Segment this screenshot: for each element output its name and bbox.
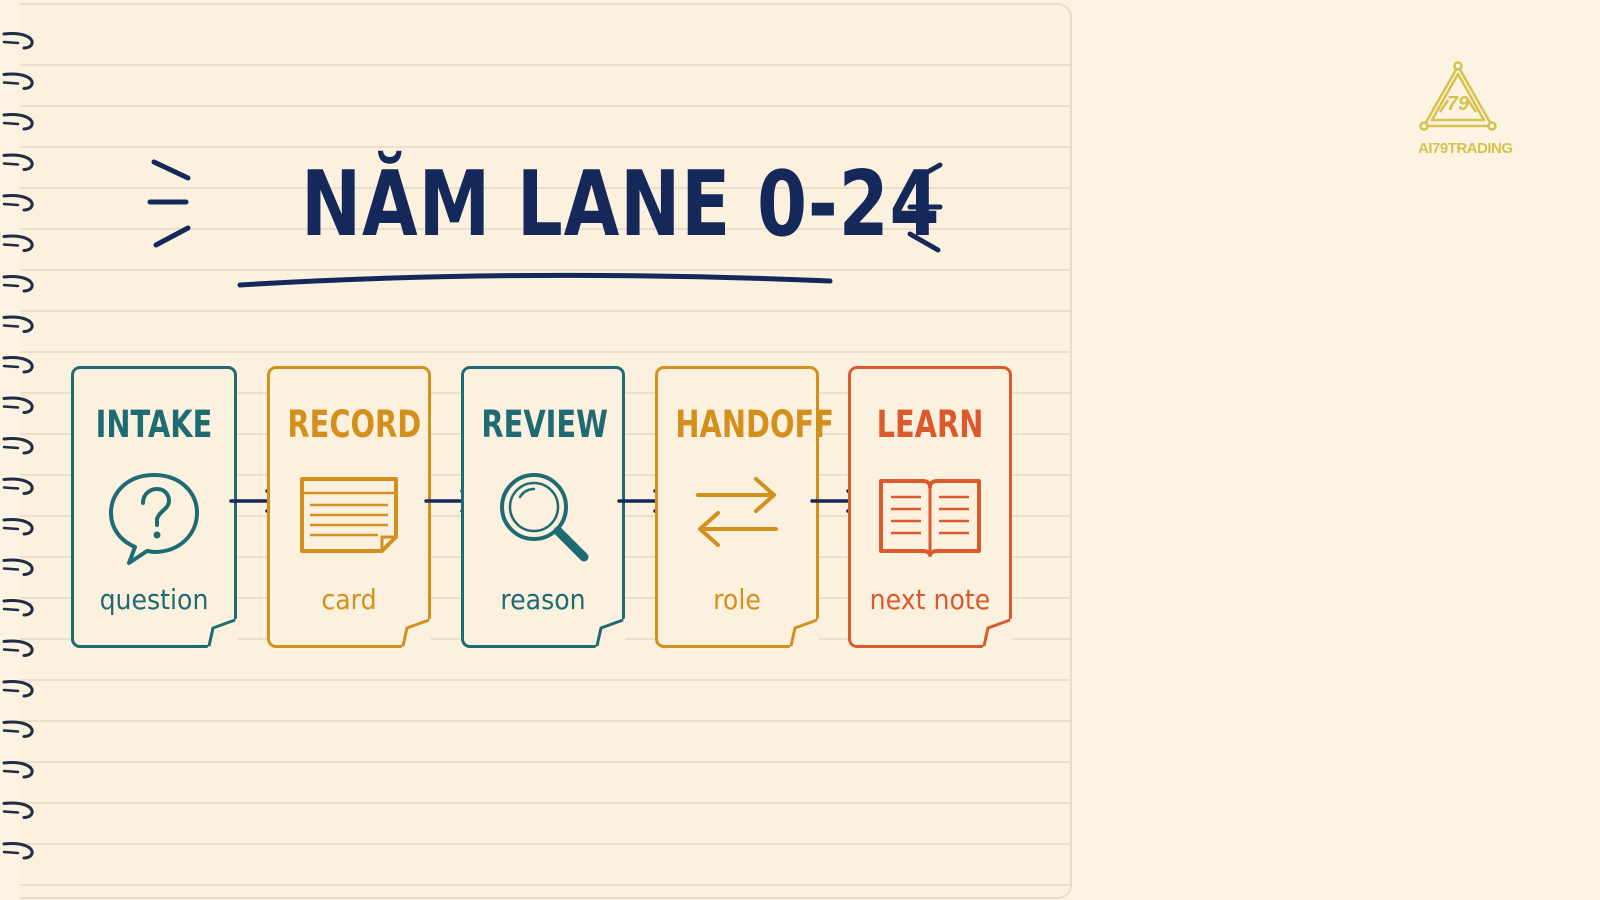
step-label: REVIEW	[481, 403, 608, 446]
spiral-ring	[2, 477, 34, 495]
process-flow: INTAKE question RECORD card REVIEW reaso…	[68, 366, 1048, 656]
spiral-ring-back	[2, 850, 20, 855]
spiral-ring-back	[2, 121, 20, 126]
spiral-ring-back	[2, 729, 20, 733]
spiral-ring-back	[2, 162, 20, 166]
page-title: NĂM LANE 0-24	[301, 152, 941, 257]
step-caption: question	[99, 583, 209, 616]
spiral-ring-back	[2, 283, 20, 288]
spiral-ring-back	[2, 688, 20, 693]
spiral-ring	[2, 194, 34, 212]
swap-arrows-icon	[696, 477, 778, 547]
spiral-ring	[2, 356, 34, 374]
spiral-ring-back	[2, 810, 20, 814]
spiral-ring	[2, 72, 34, 90]
magnifier-icon	[500, 473, 589, 562]
spiral-ring	[2, 639, 34, 657]
spiral-ring-back	[2, 202, 20, 207]
spiral-ring-back	[2, 607, 20, 612]
spiral-ring	[2, 801, 34, 819]
spiral-ring-back	[2, 567, 20, 571]
speech-bubble-question-icon	[109, 473, 199, 565]
page-fold	[595, 618, 625, 648]
spiral-ring-back	[2, 769, 20, 774]
spiral-ring	[2, 761, 34, 779]
spiral-ring	[2, 234, 34, 252]
spiral-ring	[2, 32, 34, 50]
page-fold	[789, 618, 819, 648]
step-caption: reason	[500, 583, 586, 616]
spiral-ring-back	[2, 324, 20, 328]
spiral-ring	[2, 275, 34, 293]
step-label: LEARN	[876, 403, 984, 446]
spiral-ring	[2, 842, 34, 860]
page-fold	[982, 618, 1012, 648]
spiral-ring-back	[2, 40, 20, 45]
step-caption: card	[321, 583, 377, 616]
spiral-ring-back	[2, 526, 20, 531]
step-label: HANDOFF	[675, 403, 834, 446]
spiral-ring	[2, 315, 34, 333]
page-fold	[401, 618, 431, 648]
spiral-ring	[2, 113, 34, 131]
spiral-ring-back	[2, 648, 20, 652]
logo-wordmark: AI79TRADING	[1418, 140, 1513, 157]
step-card-review: REVIEW reason	[461, 366, 625, 648]
spiral-ring	[2, 558, 34, 576]
spiral-ring	[2, 437, 34, 455]
open-book-icon	[879, 479, 981, 557]
step-card-handoff: HANDOFF role	[655, 366, 834, 648]
title-underline	[237, 272, 833, 288]
spiral-ring	[2, 599, 34, 617]
spiral-ring	[2, 153, 34, 171]
spiral-ring-back	[2, 364, 20, 369]
spiral-ring	[2, 680, 34, 698]
logo-emblem-text: 79	[1447, 93, 1470, 115]
page-fold	[207, 618, 237, 648]
spiral-ring	[2, 720, 34, 738]
spiral-ring-back	[2, 486, 20, 490]
index-card-icon	[300, 477, 398, 553]
spiral-ring-back	[2, 445, 20, 450]
step-label: INTAKE	[95, 403, 213, 446]
brand-logo: 79 AI79TRADING	[1418, 60, 1568, 166]
spiral-binding	[2, 32, 34, 860]
spiral-ring-back	[2, 405, 20, 409]
step-card-intake: INTAKE question	[71, 366, 237, 648]
step-label: RECORD	[287, 403, 422, 446]
step-card-learn: LEARN next note	[848, 366, 1012, 648]
title-decoration	[147, 159, 943, 288]
step-card-record: RECORD card	[267, 366, 431, 648]
step-caption: next note	[869, 583, 991, 616]
spiral-ring	[2, 518, 34, 536]
spiral-ring-back	[2, 243, 20, 247]
step-caption: role	[713, 583, 761, 616]
spiral-ring	[2, 396, 34, 414]
logo-emblem-icon: 79	[1419, 61, 1497, 131]
spiral-ring-back	[2, 81, 20, 85]
